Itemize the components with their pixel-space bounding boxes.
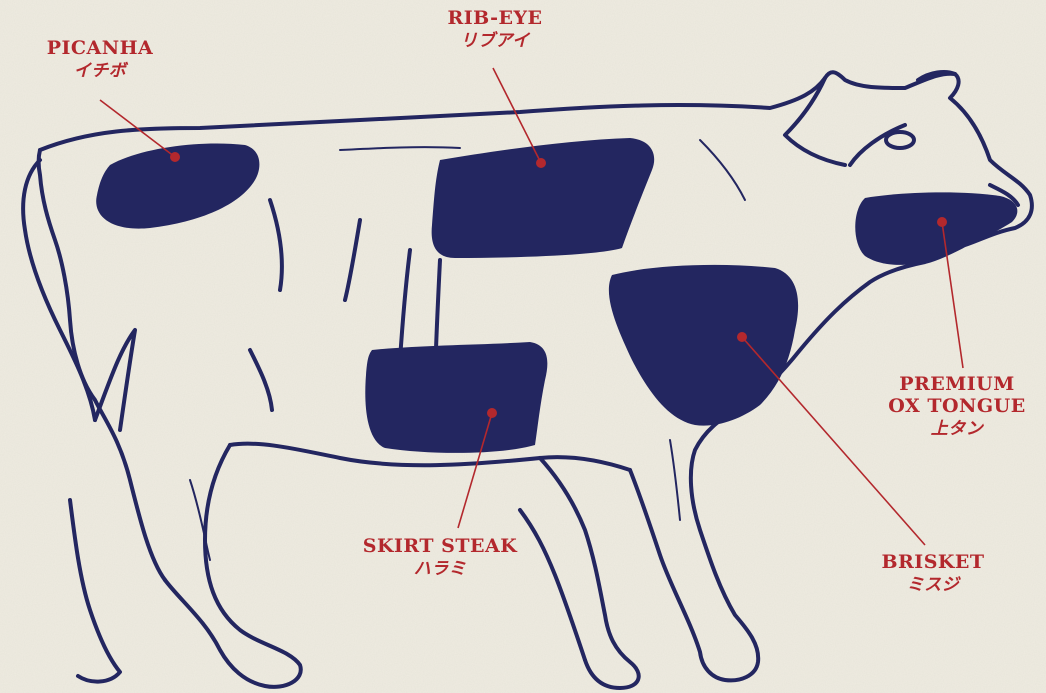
- label-brisket-jp: ミスジ: [858, 576, 1008, 596]
- marker-dot-picanha: [170, 152, 180, 162]
- label-rib-eye-jp: リブアイ: [405, 32, 585, 52]
- label-ox-tongue-en-line1: PREMIUM: [872, 374, 1042, 396]
- label-picanha: PICANHA イチボ: [20, 38, 180, 81]
- label-skirt-steak: SKIRT STEAK ハラミ: [340, 536, 540, 579]
- cut-region-skirt-steak: [365, 342, 547, 453]
- label-rib-eye: RIB-EYE リブアイ: [405, 8, 585, 51]
- marker-dot-ox-tongue: [937, 217, 947, 227]
- label-ox-tongue: PREMIUM OX TONGUE 上タン: [872, 374, 1042, 439]
- label-rib-eye-en: RIB-EYE: [405, 8, 585, 30]
- marker-dot-brisket: [737, 332, 747, 342]
- marker-dot-rib-eye: [536, 158, 546, 168]
- label-skirt-steak-en: SKIRT STEAK: [340, 536, 540, 558]
- label-skirt-steak-jp: ハラミ: [340, 560, 540, 580]
- label-ox-tongue-jp: 上タン: [872, 420, 1042, 440]
- label-ox-tongue-en-line2: OX TONGUE: [872, 396, 1042, 418]
- label-brisket: BRISKET ミスジ: [858, 552, 1008, 595]
- marker-dot-skirt-steak: [487, 408, 497, 418]
- cut-region-rib-eye: [432, 138, 655, 258]
- label-brisket-en: BRISKET: [858, 552, 1008, 574]
- label-picanha-jp: イチボ: [20, 62, 180, 82]
- label-picanha-en: PICANHA: [20, 38, 180, 60]
